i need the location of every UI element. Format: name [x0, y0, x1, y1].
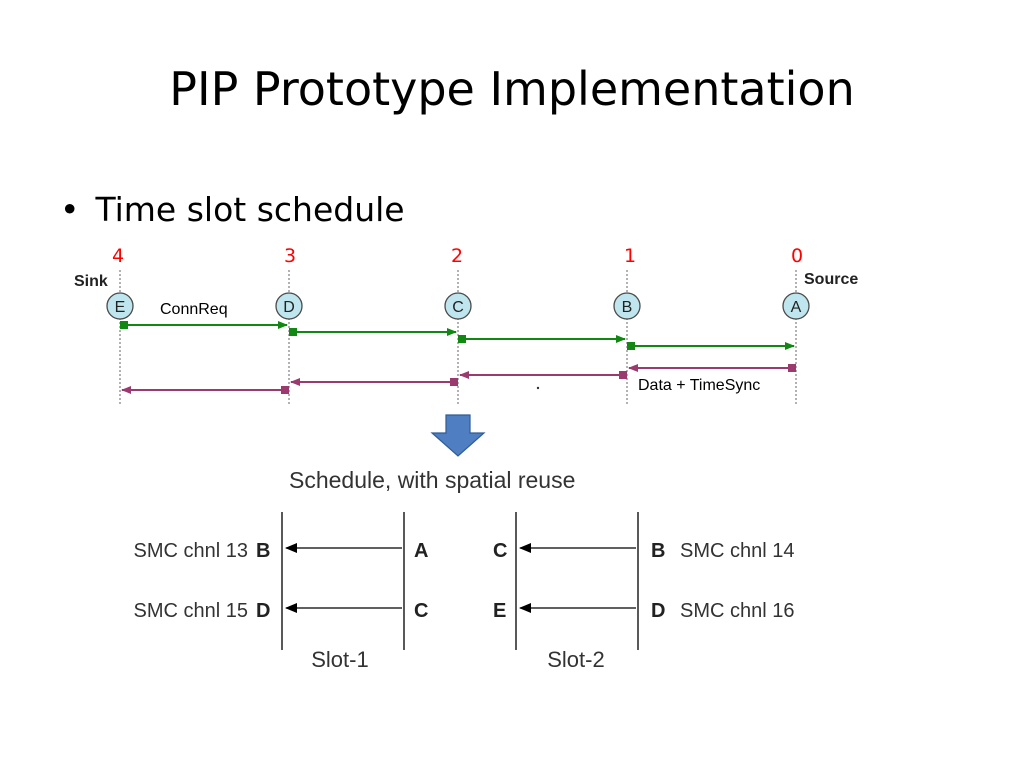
backward-start-b: [619, 371, 627, 379]
hop-number-3: 3: [284, 245, 296, 267]
forward-arrows: [120, 321, 795, 350]
slot-2-row-1-receiver: C: [493, 540, 507, 562]
svg-text:A: A: [791, 299, 802, 316]
slot-2-panel: C B SMC chnl 14 E D SMC chnl 16 Slot-2: [493, 512, 795, 672]
data-timesync-label: Data + TimeSync: [638, 377, 760, 394]
source-label: Source: [804, 271, 858, 288]
hop-number-1: 1: [624, 245, 636, 267]
node-c: C: [444, 292, 472, 320]
node-a: A: [782, 292, 810, 320]
connreq-label: ConnReq: [160, 301, 228, 318]
slot-2-row-2-channel: SMC chnl 16: [680, 600, 795, 622]
stray-dot: [536, 386, 540, 390]
slot-2-row-2-sender: D: [651, 600, 665, 622]
slot-2-row-2-receiver: E: [493, 600, 506, 622]
slot-1-row-1-sender: A: [414, 540, 428, 562]
sink-label: Sink: [74, 273, 108, 290]
node-e: E: [106, 292, 134, 320]
slot-2-row-1-sender: B: [651, 540, 665, 562]
slot-1-panel: SMC chnl 13 B A SMC chnl 15 D C Slot-1: [134, 512, 428, 672]
forward-start-c: [458, 335, 466, 343]
down-arrow-icon: [430, 414, 486, 457]
slide-title: PIP Prototype Implementation: [169, 62, 855, 116]
schedule-title: Schedule, with spatial reuse: [289, 467, 575, 493]
slot-2-row-1-channel: SMC chnl 14: [680, 540, 795, 562]
slot-1-row-1-receiver: B: [256, 540, 270, 562]
backward-start-a: [788, 364, 796, 372]
bullet-text: Time slot schedule: [95, 190, 405, 229]
slot-1-label: Slot-1: [311, 647, 368, 672]
bullet-dot: •: [60, 190, 80, 229]
forward-start-d: [289, 328, 297, 336]
slot-1-row-2-receiver: D: [256, 600, 270, 622]
forward-start-b: [627, 342, 635, 350]
bullet-item: • Time slot schedule: [60, 190, 405, 229]
hop-number-2: 2: [451, 245, 463, 267]
node-d: D: [275, 292, 303, 320]
slot-1-row-2-channel: SMC chnl 15: [134, 600, 249, 622]
hop-number-0: 0: [791, 245, 803, 267]
forward-start-e: [120, 321, 128, 329]
svg-text:D: D: [283, 299, 295, 316]
svg-text:C: C: [452, 299, 464, 316]
backward-start-d: [281, 386, 289, 394]
backward-arrows: [121, 364, 796, 394]
node-b: B: [613, 292, 641, 320]
slot-1-row-1-channel: SMC chnl 13: [134, 540, 249, 562]
slot-1-row-2-sender: C: [414, 600, 428, 622]
hop-number-4: 4: [112, 245, 124, 267]
backward-start-c: [450, 378, 458, 386]
svg-text:B: B: [622, 299, 633, 316]
slot-2-label: Slot-2: [547, 647, 604, 672]
svg-text:E: E: [115, 299, 126, 316]
